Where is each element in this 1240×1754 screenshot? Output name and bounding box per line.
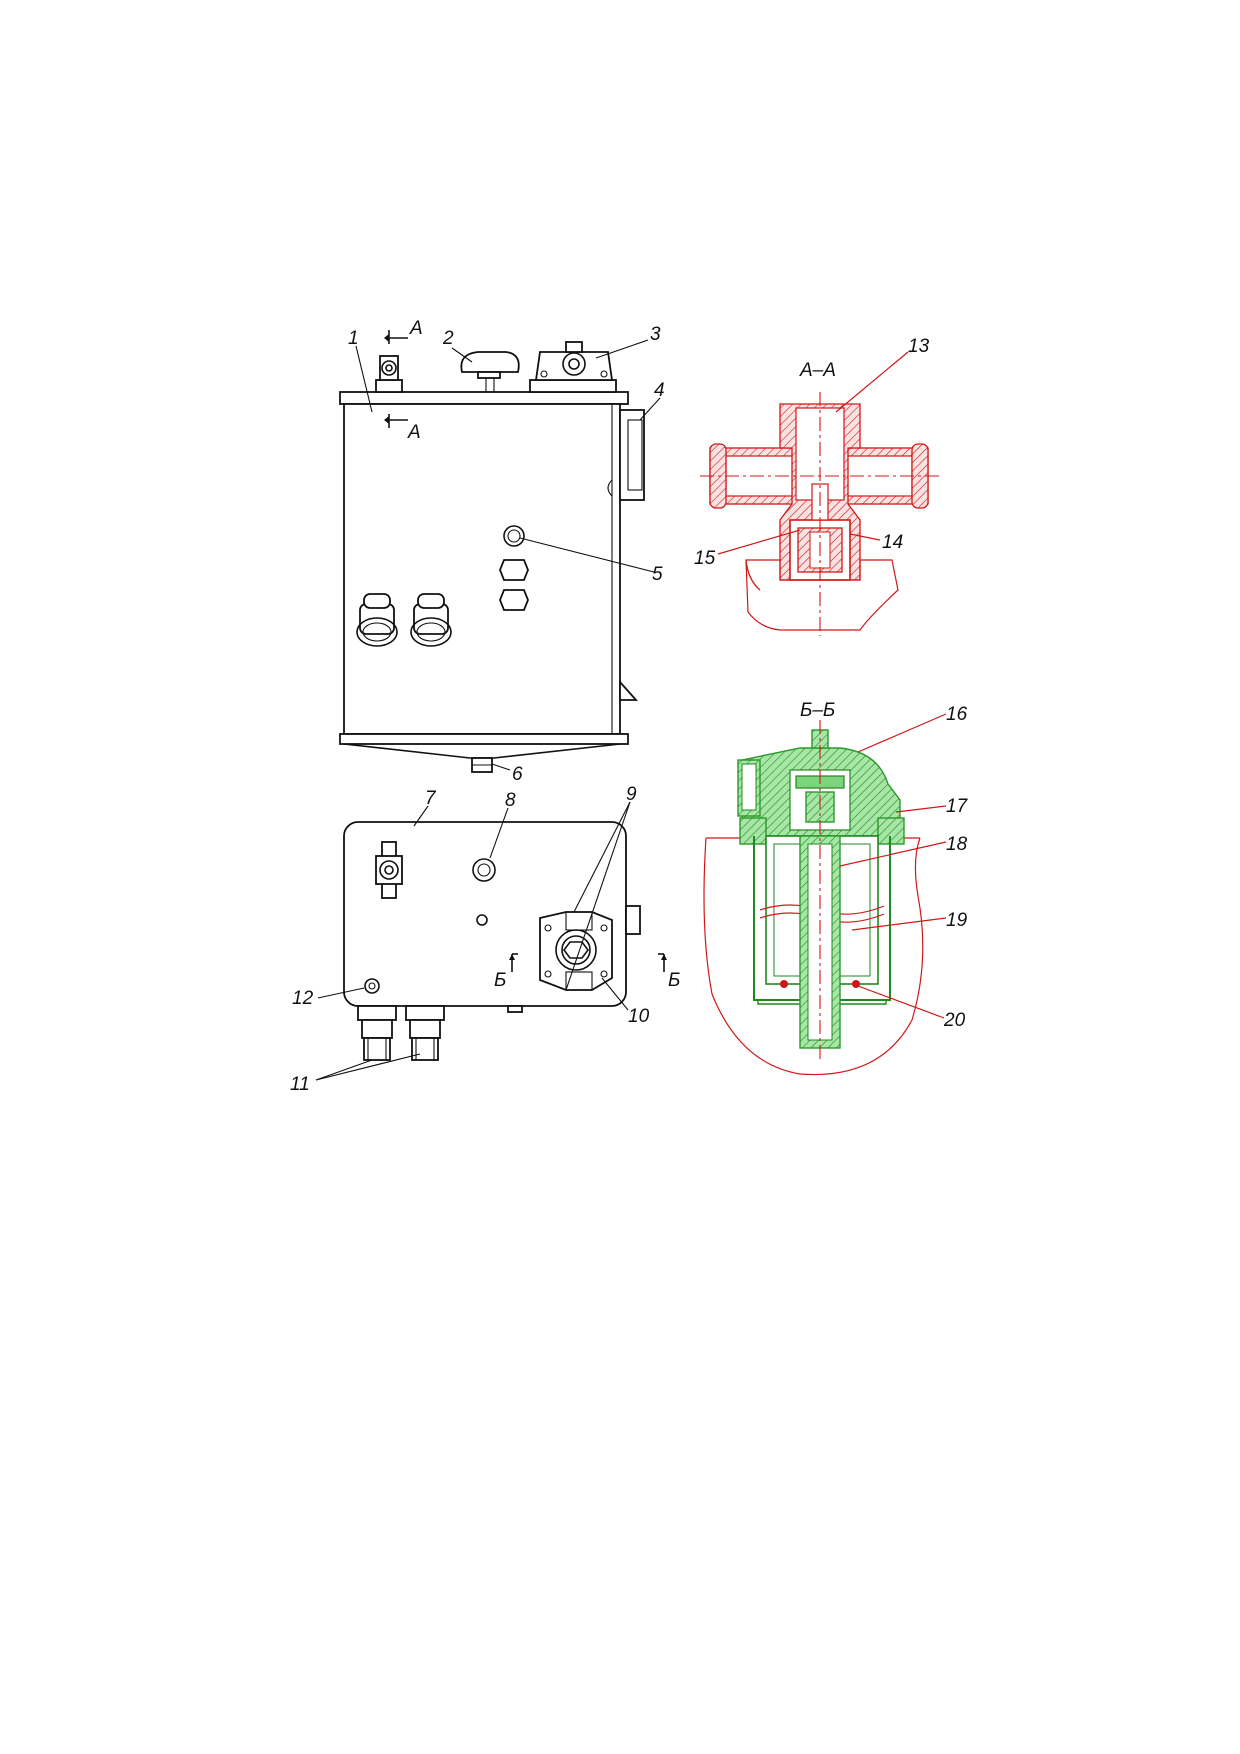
section-letters: А А Б Б А–А Б–Б <box>407 318 836 991</box>
section-b-marker <box>509 953 667 972</box>
tank-body <box>343 403 621 735</box>
port-front-left <box>356 593 398 647</box>
filter-cover <box>534 351 614 381</box>
callout-leaders <box>315 339 947 1081</box>
port-top-left <box>357 1005 397 1061</box>
port-top-right <box>405 1005 445 1061</box>
side-bracket <box>619 409 645 501</box>
callout-8: 8 <box>505 790 516 811</box>
callout-10: 10 <box>628 1006 650 1027</box>
callout-16: 16 <box>946 704 968 725</box>
front-view <box>339 330 645 773</box>
tank-bottom-rim <box>339 733 629 745</box>
callout-2: 2 <box>442 328 454 349</box>
callout-20: 20 <box>943 1010 966 1031</box>
filter-head-top <box>539 911 613 991</box>
section-mark-a-bottom: А <box>407 422 421 443</box>
callout-6: 6 <box>512 764 523 785</box>
top-view <box>343 821 667 1061</box>
callout-17: 17 <box>946 796 969 817</box>
section-a-marker <box>384 330 408 428</box>
tank-top-rim <box>339 391 629 405</box>
callout-5: 5 <box>652 564 663 585</box>
callout-4: 4 <box>654 380 665 401</box>
section-b-tank-break <box>703 837 924 1076</box>
callout-3: 3 <box>650 324 661 345</box>
callout-7: 7 <box>425 788 437 809</box>
callout-18: 18 <box>946 834 968 855</box>
gauge-nut-upper <box>499 559 529 581</box>
breather-base <box>375 379 403 393</box>
callout-12: 12 <box>292 988 314 1009</box>
callout-9: 9 <box>626 784 637 805</box>
callout-11: 11 <box>290 1074 310 1095</box>
filter-flange <box>529 379 617 393</box>
section-title-b: Б–Б <box>800 700 835 721</box>
gauge-nut-lower <box>499 589 529 611</box>
tank-cone-bottom <box>343 743 621 759</box>
section-title-a: А–А <box>799 360 836 381</box>
port-front-right <box>410 593 452 647</box>
callout-15: 15 <box>694 548 716 569</box>
callout-1: 1 <box>348 328 359 349</box>
callout-14: 14 <box>882 532 903 553</box>
section-mark-b-left: Б <box>494 970 506 991</box>
callout-13: 13 <box>908 336 930 357</box>
callout-19: 19 <box>946 910 968 931</box>
filler-cap <box>460 351 520 373</box>
section-b-b <box>703 720 924 1076</box>
section-mark-a-top: А <box>409 318 423 339</box>
section-a-a <box>700 392 940 636</box>
callout-labels: 1 2 3 4 5 6 7 8 9 10 11 12 13 14 15 16 1… <box>290 324 969 1095</box>
section-mark-b-right: Б <box>668 970 680 991</box>
